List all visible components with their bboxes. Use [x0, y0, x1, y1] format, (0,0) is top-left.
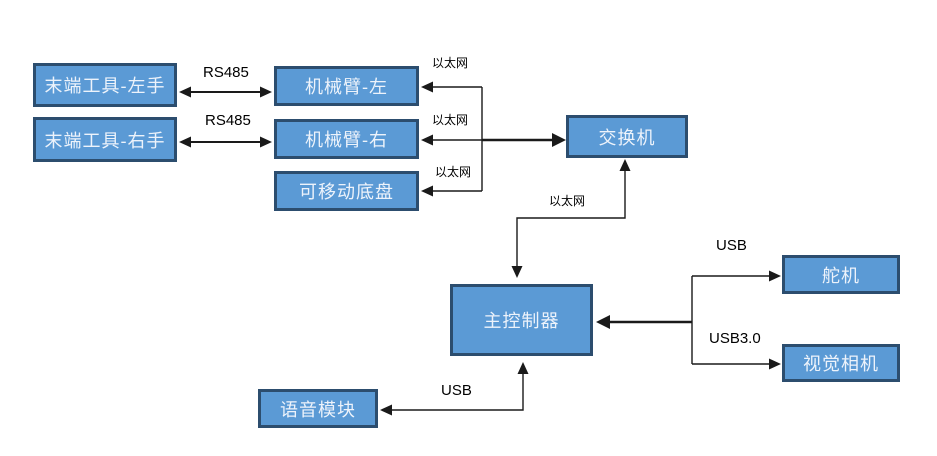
edge-usb-voice-arrowhead-up [517, 362, 529, 374]
edge-label-rs485-right: RS485 [205, 112, 251, 129]
node-end-tool-right-label: 末端工具-右手 [44, 130, 166, 152]
edge-eth-controller-arrowhead-down [511, 266, 523, 278]
edge-label-eth-arm-left: 以太网 [432, 56, 469, 70]
edge-label-eth-base: 以太网 [435, 165, 472, 179]
edge-usb-controller-arrowhead [596, 315, 610, 329]
edge-label-usb-servo: USB [716, 237, 747, 254]
node-arm-right-label: 机械臂-右 [304, 130, 389, 151]
node-arm-right: 机械臂-右 [274, 119, 419, 159]
node-main-controller: 主控制器 [450, 284, 593, 356]
edge-eth-controller-arrowhead-up [619, 159, 631, 171]
node-servo: 舵机 [782, 255, 900, 294]
edge-rs485-left-arrowhead-left [179, 86, 191, 98]
edge-label-rs485-left: RS485 [203, 64, 249, 81]
node-vision-camera: 视觉相机 [782, 344, 900, 382]
node-main-controller-label: 主控制器 [483, 311, 560, 332]
edge-usb3-camera-arrowhead [769, 358, 781, 370]
node-mobile-base: 可移动底盘 [274, 171, 419, 211]
edge-eth-base-arrowhead [421, 185, 433, 197]
edge-eth-arm-right-arrowhead [421, 134, 433, 146]
edge-label-usb3-camera: USB3.0 [709, 330, 761, 347]
edge-rs485-left-arrowhead-right [260, 86, 272, 98]
node-end-tool-left-label: 末端工具-左手 [44, 76, 166, 97]
node-voice-module-label: 语音模块 [280, 399, 356, 421]
edge-usb-voice-arrowhead-left [380, 404, 392, 416]
edge-usb-voice-elbow [392, 374, 524, 411]
node-arm-left-label: 机械臂-左 [304, 77, 389, 98]
node-switch-label: 交换机 [598, 127, 656, 149]
edge-eth-switch-arrowhead [552, 133, 566, 147]
edge-usb-servo-arrowhead [769, 270, 781, 282]
node-mobile-base-label: 可移动底盘 [299, 182, 394, 203]
edge-eth-controller-elbow [516, 161, 626, 267]
edge-label-usb-voice: USB [441, 382, 472, 399]
node-arm-left: 机械臂-左 [274, 66, 419, 106]
node-switch: 交换机 [566, 115, 688, 158]
edge-rs485-right-arrowhead-left [179, 136, 191, 148]
edge-eth-arm-left-arrowhead [421, 81, 433, 93]
edge-rs485-right-arrowhead-right [260, 136, 272, 148]
edge-label-eth-controller: 以太网 [549, 194, 586, 208]
node-servo-label: 舵机 [822, 265, 860, 287]
node-end-tool-right: 末端工具-右手 [33, 117, 177, 162]
edge-label-eth-arm-right: 以太网 [432, 113, 469, 127]
node-end-tool-left: 末端工具-左手 [33, 63, 177, 107]
node-voice-module: 语音模块 [258, 389, 378, 428]
node-vision-camera-label: 视觉相机 [803, 354, 879, 375]
